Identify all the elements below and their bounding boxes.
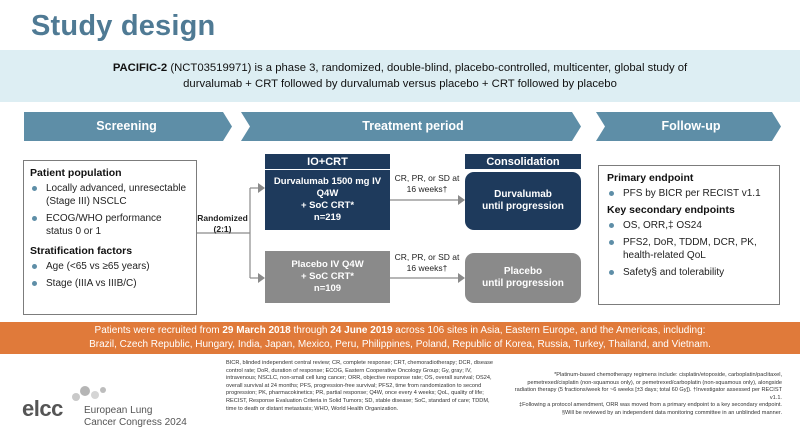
primary-endpoint-item: PFS by BICR per RECIST v1.1 [607,187,773,200]
durvalumab-consolidation-box: Durvalumab until progression [465,172,581,230]
banner-countries: Brazil, Czech Republic, Hungary, India, … [89,339,711,350]
page-title: Study design [31,10,216,42]
patient-population-box: Patient population Locally advanced, unr… [23,160,197,315]
abbreviations: BICR, blinded independent central review… [226,360,493,412]
intro-line2: durvalumab + CRT followed by durvalumab … [183,78,617,90]
arm2-response-label: CR, PR, or SD at 16 weeks† [394,252,460,273]
io-crt-header: IO+CRT [265,154,390,169]
study-name: PACIFIC-2 [112,62,168,74]
population-item: Locally advanced, unresectable (Stage II… [30,182,190,208]
arm1-response-label: CR, PR, or SD at 16 weeks† [394,173,460,194]
logo-line1: European Lung [84,405,153,416]
followup-arrow [596,112,781,141]
logo-icon [72,386,106,401]
placebo-arm-box: Placebo IV Q4W + SoC CRT* n=109 [265,251,390,303]
arrowhead [458,195,465,205]
logo-text: European Lung Cancer Congress 2024 [84,405,187,429]
primary-endpoint-header: Primary endpoint [607,172,694,184]
randomized-label: Randomized (2:1) [197,213,248,234]
recruitment-banner: Patients were recruited from 29 March 20… [0,322,800,354]
arrowhead [258,273,265,283]
screening-arrow [24,112,232,141]
placebo-consolidation-box: Placebo until progression [465,253,581,303]
population-header: Patient population [30,167,122,179]
phase-screening: Screening [96,118,157,133]
treatment-arrow [241,112,581,141]
secondary-endpoint-item: PFS2, DoR, TDDM, DCR, PK, health-related… [607,236,773,262]
banner-text: Patients were recruited from [94,325,223,336]
arrowhead [458,273,465,283]
arrowhead [258,183,265,193]
phase-followup: Follow-up [661,118,721,133]
population-item: ECOG/WHO performance status 0 or 1 [30,212,190,238]
stratification-item: Age (<65 vs ≥65 years) [30,260,190,273]
flow-connectors [197,183,465,283]
banner-date-start: 29 March 2018 [222,325,291,336]
endpoints-box: Primary endpoint PFS by BICR per RECIST … [598,165,780,305]
consolidation-header: Consolidation [465,154,581,169]
logo-line2: Cancer Congress 2024 [84,417,187,428]
stratification-header: Stratification factors [30,245,133,257]
durvalumab-arm-box: Durvalumab 1500 mg IV Q4W + SoC CRT* n=2… [265,170,390,230]
stratification-item: Stage (IIIA vs IIIB/C) [30,277,190,290]
banner-text: through [290,325,331,336]
footnote: ‡Following a protocol amendment, ORR was… [518,402,782,409]
footnotes: *Platinum-based chemotherapy regimens in… [508,372,782,418]
intro-line1: (NCT03519971) is a phase 3, randomized, … [167,62,688,74]
banner-text: across 106 sites in Asia, Eastern Europe… [392,325,706,336]
phase-arrows [24,112,781,141]
logo-mark: elcc [22,396,63,421]
secondary-endpoint-item: OS, ORR,‡ OS24 [607,219,773,232]
secondary-endpoint-item: Safety§ and tolerability [607,266,773,279]
study-intro: PACIFIC-2 (NCT03519971) is a phase 3, ra… [0,50,800,102]
footnote: §Will be reviewed by an independent data… [561,409,782,416]
footnote: *Platinum-based chemotherapy regimens in… [514,372,782,401]
phase-treatment: Treatment period [362,118,464,133]
banner-date-end: 24 June 2019 [330,325,393,336]
secondary-endpoints-header: Key secondary endpoints [607,204,735,216]
